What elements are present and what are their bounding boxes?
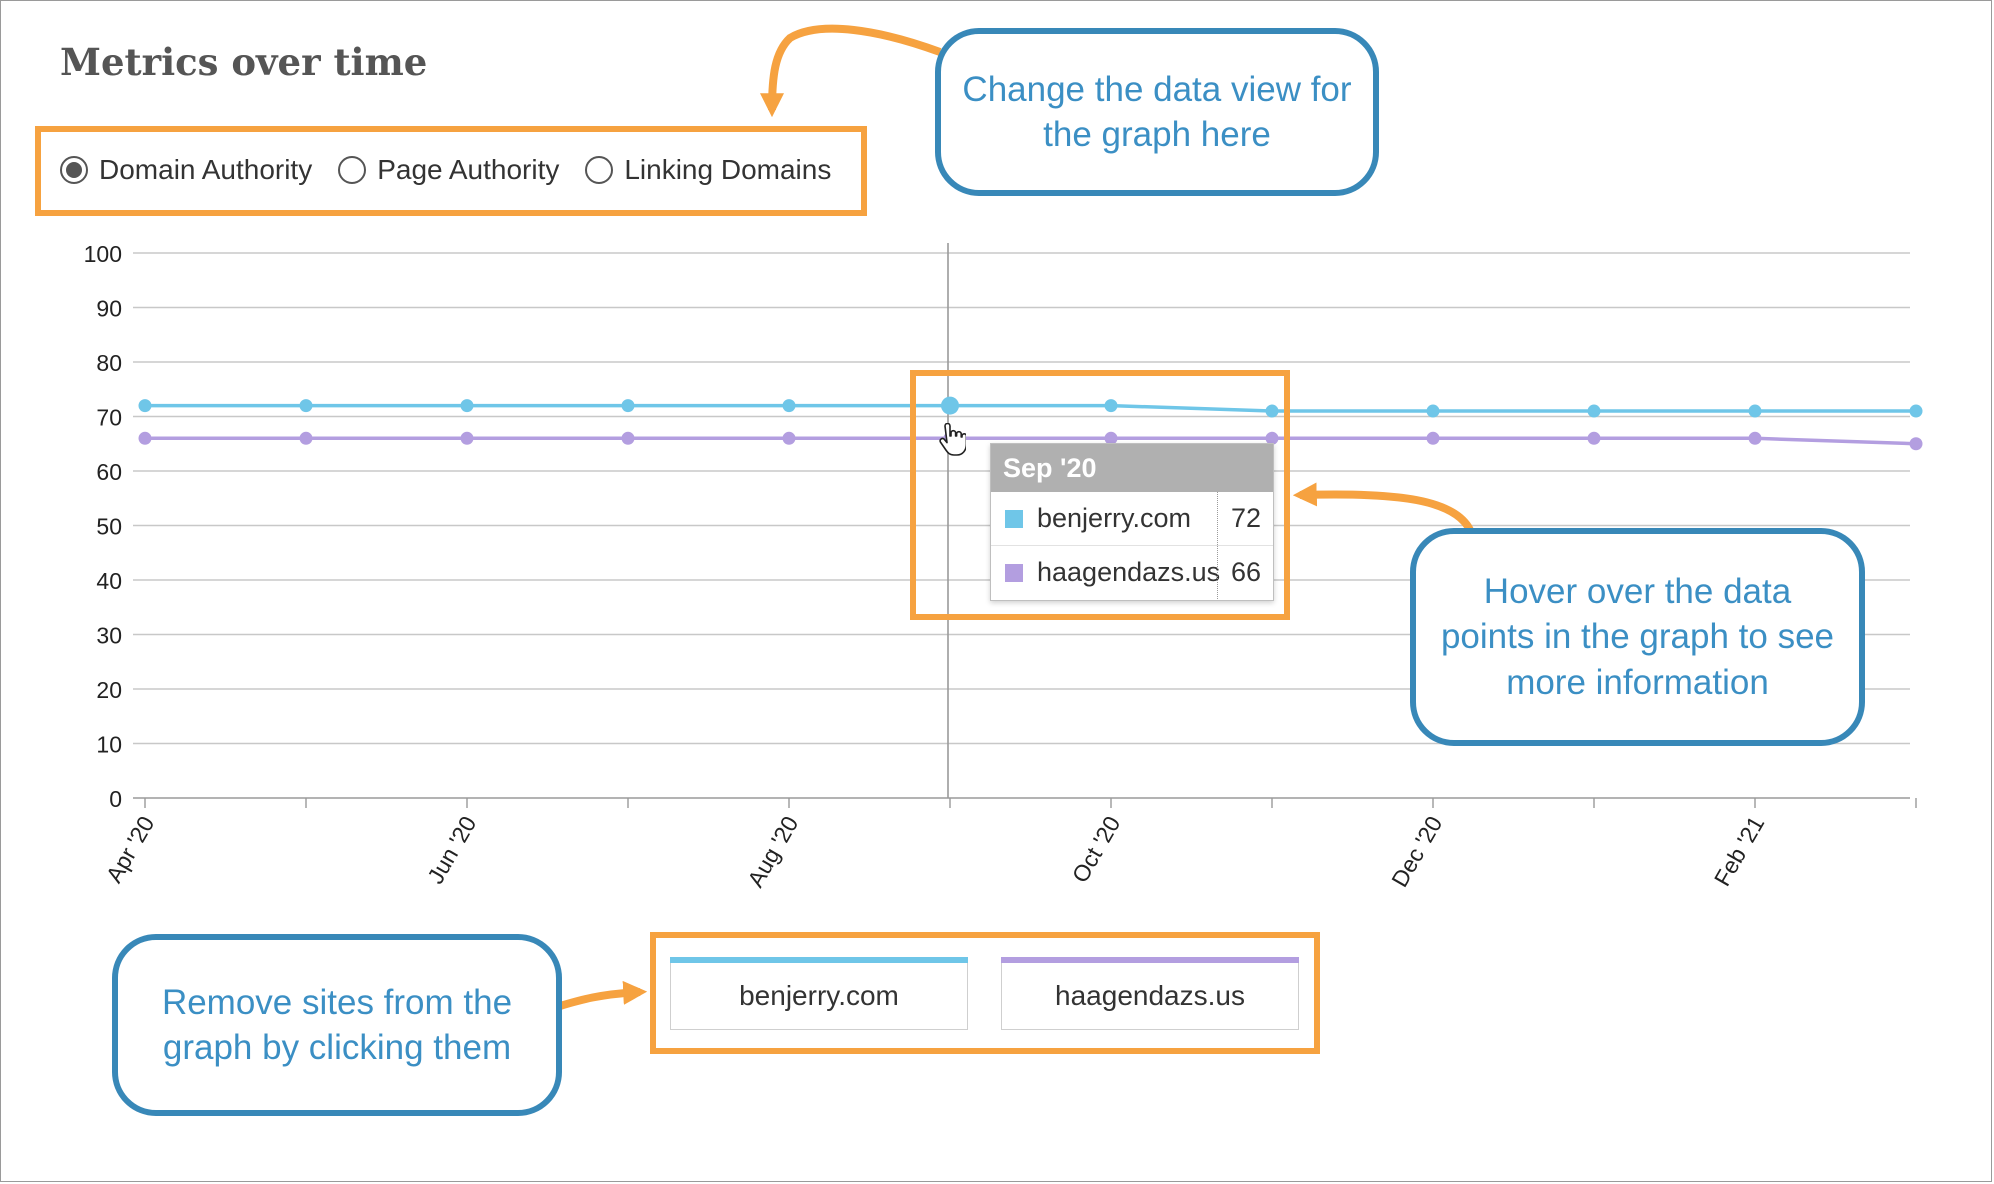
- y-tick-label: 40: [96, 568, 122, 594]
- series-line: [145, 436, 1917, 446]
- callout-hover: Hover over the data points in the graph …: [1410, 528, 1865, 746]
- data-point: [1265, 404, 1279, 418]
- tooltip-series-value: 72: [1217, 492, 1274, 545]
- data-point: [1748, 404, 1762, 418]
- data-point: [1265, 431, 1279, 445]
- radio-label: Page Authority: [377, 154, 560, 185]
- y-tick-label: 60: [96, 459, 122, 485]
- radio-circle-selected-icon: [60, 156, 88, 184]
- data-point: [621, 431, 635, 445]
- y-tick-label: 50: [96, 514, 122, 540]
- tooltip-series-value: 66: [1217, 546, 1274, 599]
- metric-radio-group: Domain Authority Page Authority Linking …: [60, 148, 831, 192]
- legend-label: benjerry.com: [739, 980, 899, 1011]
- y-tick-label: 70: [96, 405, 122, 431]
- tooltip-header: Sep '20: [991, 444, 1273, 492]
- x-tick-label: Apr '20: [101, 812, 160, 887]
- radio-circle-icon: [585, 156, 614, 184]
- swatch-icon: [1005, 563, 1023, 582]
- data-point: [1748, 431, 1762, 445]
- legend-item-benjerry[interactable]: benjerry.com: [670, 957, 968, 1030]
- data-point: [138, 399, 152, 413]
- x-tick-label: Dec '20: [1386, 812, 1447, 892]
- legend-label: haagendazs.us: [1055, 980, 1245, 1011]
- radio-circle-icon: [338, 156, 367, 184]
- tooltip-row: haagendazs.us 66: [991, 545, 1273, 599]
- legend-color-bar: [670, 957, 968, 963]
- data-point: [1426, 431, 1440, 445]
- tooltip-series-name: benjerry.com: [1037, 503, 1192, 533]
- data-point: [1104, 399, 1118, 413]
- series-line: [145, 403, 1916, 413]
- data-point: [1909, 437, 1923, 451]
- highlight-box-tooltip: [910, 370, 1290, 620]
- legend-color-bar: [1001, 957, 1299, 963]
- data-point: [941, 396, 959, 415]
- swatch-icon: [1005, 509, 1023, 528]
- radio-label: Domain Authority: [99, 154, 313, 185]
- x-tick-label: Jun '20: [422, 812, 481, 889]
- callout-remove: Remove sites from the graph by clicking …: [112, 934, 562, 1116]
- legend-item-haagendazs[interactable]: haagendazs.us: [1001, 957, 1299, 1030]
- x-tick-label: Oct '20: [1067, 812, 1126, 887]
- data-point: [460, 431, 474, 445]
- radio-label: Linking Domains: [624, 154, 832, 185]
- radio-linking-domains[interactable]: Linking Domains: [585, 154, 831, 186]
- highlight-box-legend: [650, 932, 1320, 1054]
- data-point: [782, 431, 796, 445]
- data-point: [1104, 431, 1118, 445]
- hand-pointer-icon: [939, 423, 966, 456]
- data-point: [299, 431, 313, 445]
- y-tick-label: 20: [96, 677, 122, 703]
- y-tick-label: 100: [84, 241, 122, 267]
- radio-page-authority[interactable]: Page Authority: [338, 154, 559, 186]
- data-point: [1426, 404, 1440, 418]
- tooltip-series-name: haagendazs.us: [1037, 557, 1221, 587]
- data-point: [460, 399, 474, 413]
- data-point: [138, 431, 152, 445]
- highlight-box-view-selector: [35, 126, 867, 216]
- x-tick-label: Aug '20: [742, 812, 803, 892]
- data-point: [621, 399, 635, 413]
- data-point: [1909, 404, 1923, 418]
- data-point: [299, 399, 313, 413]
- page-title: Metrics over time: [60, 40, 428, 84]
- y-tick-label: 0: [109, 786, 122, 812]
- y-tick-label: 80: [96, 350, 122, 376]
- y-tick-label: 10: [96, 732, 122, 758]
- y-tick-label: 90: [96, 296, 122, 322]
- data-point: [1587, 404, 1601, 418]
- chart-tooltip: Sep '20 benjerry.com 72 haagendazs.us 66: [990, 443, 1274, 601]
- callout-view: Change the data view for the graph here: [935, 28, 1379, 196]
- x-tick-label: Feb '21: [1709, 812, 1770, 891]
- radio-domain-authority[interactable]: Domain Authority: [60, 154, 312, 186]
- data-point: [1587, 431, 1601, 445]
- tooltip-row: benjerry.com 72: [991, 492, 1273, 545]
- y-tick-label: 30: [96, 623, 122, 649]
- data-point: [782, 399, 796, 413]
